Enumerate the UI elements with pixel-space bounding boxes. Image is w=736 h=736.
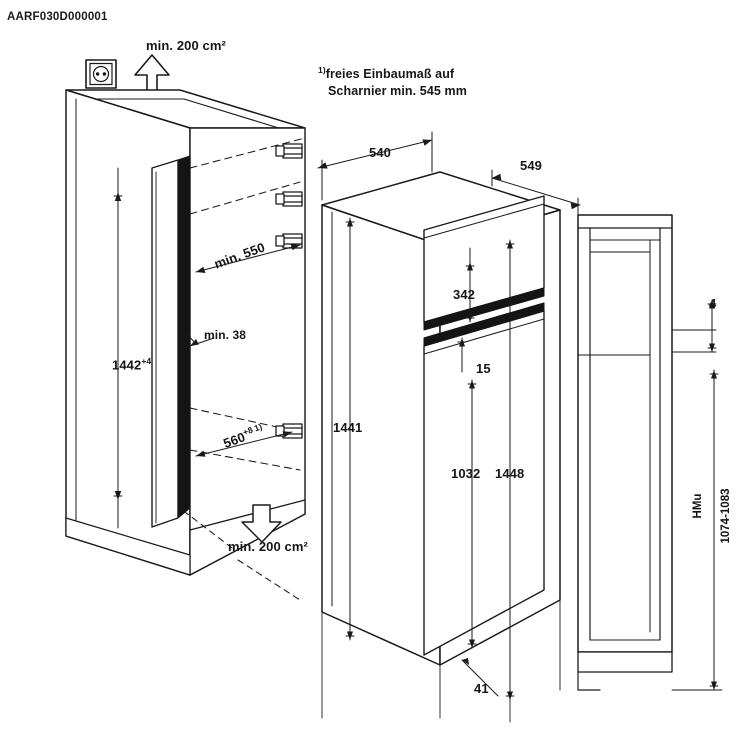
cabinet-depth-label: 549 <box>520 158 542 173</box>
bottom-ventilation-label: min. 200 cm² <box>228 539 308 554</box>
dimline-550 <box>195 244 301 273</box>
hinge-bottom-icon <box>275 423 303 439</box>
cabinet-width-label: 540 <box>369 145 391 160</box>
hinge-top-icon <box>275 143 303 159</box>
hinge-middle-lower-icon <box>275 233 303 249</box>
divider-gap-label: 15 <box>476 361 491 376</box>
ventilation-arrow-up-icon <box>134 54 170 93</box>
top-ventilation-label: min. 200 cm² <box>146 38 226 53</box>
niche-height-tolerance: +4 <box>141 356 152 366</box>
bottom-vent-leader-lower <box>237 559 301 601</box>
dimline-549 <box>491 177 581 206</box>
plinth-label: 41 <box>474 681 489 696</box>
hinge-note-line2: Scharnier min. 545 mm <box>328 84 467 99</box>
dimline-540 <box>317 139 433 169</box>
appliance-height-label: 1441 <box>333 420 363 435</box>
open-door-panel <box>151 155 191 528</box>
door-gap-value: min. 38 <box>204 328 247 342</box>
fridge-door-height-label: 1032 <box>451 466 481 481</box>
total-height-label: 1448 <box>495 466 525 481</box>
hinge-note-line1: freies Einbaumaß auf <box>325 67 455 82</box>
hinge-code-label: HMu <box>692 493 704 519</box>
hinge-note-marker: 1) <box>318 65 326 75</box>
side-profile-view <box>577 214 673 691</box>
dimline-41 <box>461 659 499 697</box>
hinge-note: 1)freies Einbaumaß auf Scharnier min. 54… <box>318 65 467 100</box>
niche-height-value: 1442 <box>112 357 142 373</box>
side-thickness-label: 4 <box>709 296 717 311</box>
door-gap-label: min. 38 <box>204 328 247 343</box>
power-socket-icon <box>85 59 117 89</box>
bottom-vent-leader <box>184 511 233 549</box>
dimline-560 <box>195 431 293 457</box>
appliance-body <box>321 171 561 666</box>
ventilation-arrow-down-icon <box>241 504 282 543</box>
freezer-height-label: 342 <box>453 287 475 302</box>
hinge-range-label: 1074-1083 <box>720 488 732 544</box>
document-id: AARF030D000001 <box>7 11 108 23</box>
hinge-middle-upper-icon <box>275 191 303 207</box>
niche-height-label: 1442+4 <box>112 356 152 373</box>
dimension-arrowheads <box>114 139 717 700</box>
niche-width-tolerance: +8 <box>241 424 255 438</box>
